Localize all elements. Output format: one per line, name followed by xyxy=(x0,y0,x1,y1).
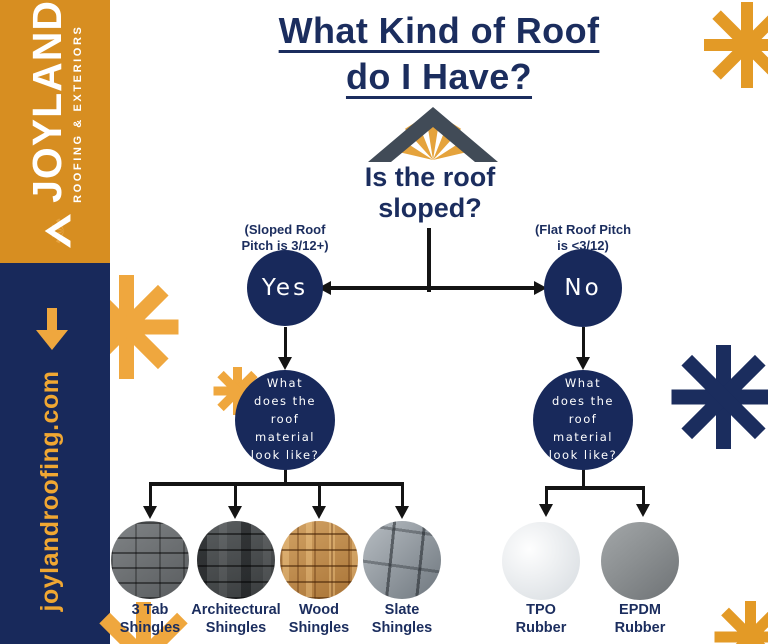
slate-shingles-photo xyxy=(363,521,441,599)
asterisk-icon xyxy=(671,345,768,449)
sidebar-brand-panel: JOYLAND ROOFING & EXTERIORS xyxy=(0,0,110,263)
material-label: EPDM Rubber xyxy=(614,602,666,637)
arrowhead-down-icon xyxy=(278,357,292,370)
material-label: TPO Rubber xyxy=(515,602,567,637)
arrowhead-down-icon xyxy=(143,506,157,519)
question-sloped: Is the roof sloped? xyxy=(364,162,496,224)
flow-line xyxy=(641,488,645,506)
flow-line xyxy=(427,228,431,292)
arrowhead-down-icon xyxy=(636,504,650,517)
architectural-shingles-photo xyxy=(197,521,275,599)
arrowhead-down-icon xyxy=(228,506,242,519)
flow-line xyxy=(331,286,540,290)
tpo-rubber-photo xyxy=(502,522,580,600)
brand-lockup: JOYLAND ROOFING & EXTERIORS xyxy=(0,0,110,263)
arrowhead-down-icon xyxy=(576,357,590,370)
flow-line xyxy=(544,486,645,490)
flow-line xyxy=(148,484,152,508)
flow-line xyxy=(317,484,321,508)
sidebar-website-panel: joylandroofing.com xyxy=(0,263,110,644)
asterisk-icon xyxy=(714,601,768,644)
flow-line xyxy=(400,484,404,508)
brand-name: JOYLAND xyxy=(23,0,70,203)
arrowhead-down-icon xyxy=(312,506,326,519)
material-question-node-flat: What does the roof material look like? xyxy=(533,370,633,470)
asterisk-icon xyxy=(213,367,261,415)
material-label: Wood Shingles xyxy=(288,602,350,637)
asterisk-icon xyxy=(704,2,768,88)
asterisk-icon xyxy=(88,602,198,644)
wood-shingles-photo xyxy=(280,521,358,599)
arrowhead-right-icon xyxy=(534,281,547,295)
flow-line xyxy=(544,488,548,506)
material-label: Slate Shingles xyxy=(371,602,433,637)
flow-line xyxy=(148,482,404,486)
epdm-rubber-photo xyxy=(601,522,679,600)
website-wrap: joylandroofing.com xyxy=(36,341,74,641)
roof-peak-icon xyxy=(368,107,498,162)
arrowhead-down-icon xyxy=(539,504,553,517)
flow-line xyxy=(581,468,585,488)
flow-line xyxy=(233,484,237,508)
page-title: What Kind of Roof do I Have? xyxy=(278,10,600,97)
brand-tagline: ROOFING & EXTERIORS xyxy=(71,24,84,203)
website-url: joylandroofing.com xyxy=(36,370,64,612)
material-label: 3 Tab Shingles xyxy=(119,602,181,637)
no-node: No xyxy=(544,249,622,327)
no-branch-note: (Flat Roof Pitch is <3/12) xyxy=(534,222,632,253)
flow-line xyxy=(283,468,287,484)
yes-branch-note: (Sloped Roof Pitch is 3/12+) xyxy=(241,222,329,253)
arrowhead-down-icon xyxy=(395,506,409,519)
flow-line xyxy=(581,327,585,361)
yes-node: Yes xyxy=(247,250,323,326)
down-arrow-icon xyxy=(36,308,68,350)
flow-line xyxy=(283,327,287,361)
joyland-roof-logo-icon xyxy=(44,213,71,248)
material-question-node-sloped: What does the roof material look like? xyxy=(235,370,335,470)
brand-text: JOYLAND ROOFING & EXTERIORS xyxy=(23,0,84,203)
asterisk-icon xyxy=(74,275,178,379)
three-tab-shingles-photo xyxy=(111,521,189,599)
material-label: Architectural Shingles xyxy=(191,602,281,637)
